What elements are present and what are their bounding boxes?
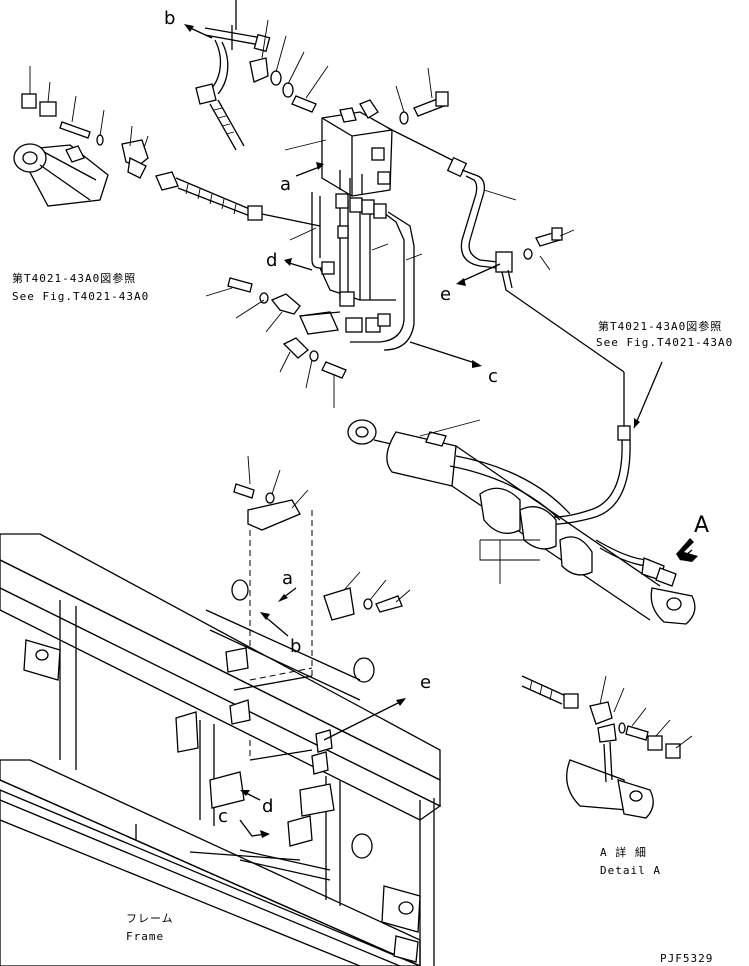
label-e-upper: [456, 263, 501, 286]
detail-A-drawing: [521, 675, 693, 819]
detail-label-jp: A 詳 細: [600, 845, 647, 859]
pipe-bundle: [284, 139, 423, 351]
label-a-upper: [295, 162, 324, 177]
label-a-upper-text: a: [280, 174, 291, 195]
reference-left-jp: 第T4021-43A0図参照: [12, 271, 136, 285]
right-hose: [537, 361, 663, 526]
reference-left-en: See Fig.T4021-43A0: [12, 290, 149, 303]
clamp-parts: [205, 277, 347, 408]
pipe-to-e: [446, 156, 625, 373]
control-valve-assembly: [321, 67, 453, 198]
label-b-mid-text: b: [290, 636, 301, 657]
view-arrow-A: [676, 538, 698, 562]
left-hose: [155, 171, 321, 227]
label-a-mid-text: a: [282, 568, 293, 589]
label-b-top: [184, 24, 213, 39]
reference-right-en: See Fig.T4021-43A0: [596, 336, 733, 349]
label-d-upper: [284, 258, 313, 271]
drawing-code: PJF5329: [660, 952, 713, 965]
label-b-top-text: b: [164, 8, 175, 29]
top-pipe-b: [195, 0, 329, 151]
label-c-upper-text: c: [488, 366, 498, 387]
detail-label-en: Detail A: [600, 864, 661, 877]
label-c-lower-text: c: [218, 806, 228, 827]
reference-right-jp: 第T4021-43A0図参照: [598, 319, 722, 333]
label-e-upper-text: e: [440, 284, 451, 305]
label-d-lower: [240, 790, 261, 801]
frame-label-jp: フレーム: [126, 912, 174, 925]
label-e-lower-text: e: [420, 672, 431, 693]
label-d-lower-text: d: [262, 796, 273, 817]
mid-bracket-parts: [233, 455, 411, 760]
label-c-lower: [239, 819, 270, 838]
label-e-lower: [323, 698, 406, 741]
label-c-upper: [409, 341, 482, 368]
main-cylinder: [347, 419, 696, 625]
frame-structure: [0, 533, 442, 966]
view-label-A: A: [694, 513, 709, 538]
label-a-mid: [278, 587, 297, 602]
label-b-mid: [260, 612, 289, 637]
frame-label-en: Frame: [126, 930, 164, 943]
label-d-upper-text: d: [266, 250, 277, 271]
upper-left-cylinder: [13, 66, 149, 207]
